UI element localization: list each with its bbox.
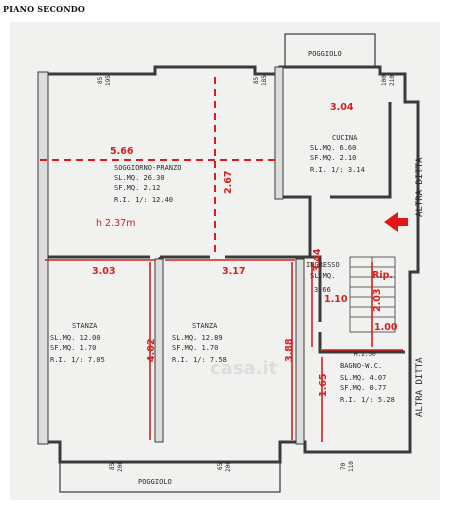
opening-dim: 200 <box>225 461 232 472</box>
room-sl: SL.MQ. 4.07 <box>340 374 386 382</box>
room-name: STANZA <box>192 322 218 330</box>
red-dimensions: 5.66 3.04 2.67 h 2.37m 3.03 3.17 3.44 1.… <box>92 102 398 397</box>
room-sf: SF.MQ. 1.70 <box>50 344 96 352</box>
red-dashed-lines <box>40 77 280 257</box>
room-soggiorno: SOGGIORNO-PRANZO SL.MQ. 26.30 SF.MQ. 2.1… <box>114 164 181 204</box>
top-balcony <box>284 33 376 68</box>
dim-3-17: 3.17 <box>222 266 245 277</box>
room-sf: SF.MQ. 2.10 <box>310 154 356 162</box>
opening-dim: 85 <box>97 76 104 84</box>
watermark: casa.it <box>210 358 278 379</box>
room-ri: R.I. 1/: 7.58 <box>172 356 227 364</box>
dim-1-10: 1.10 <box>324 294 348 305</box>
opening-dim: 100 <box>381 75 388 86</box>
room-name: STANZA <box>72 322 98 330</box>
opening-dim: 70 <box>340 462 347 470</box>
room-sf: SF.MQ. 0.77 <box>340 384 386 392</box>
opening-dim: 210 <box>389 75 396 86</box>
room-name: BAGNO-W.C. <box>340 362 382 370</box>
opening-dim: 110 <box>348 461 355 472</box>
opening-dim: 200 <box>117 461 124 472</box>
room-ri: R.I. 1/: 3.14 <box>310 166 365 174</box>
neighbor-label-bottom: ALTRA DITTA <box>415 357 425 417</box>
room-bagno: H.2.50 BAGNO-W.C. SL.MQ. 4.07 SF.MQ. 0.7… <box>340 351 395 404</box>
room-ri: R.I. 1/: 7.05 <box>50 356 105 364</box>
dim-5-66: 5.66 <box>110 146 134 157</box>
dim-1-65: 1.65 <box>318 374 329 397</box>
room-name: SOGGIORNO-PRANZO <box>114 164 181 172</box>
room-value: 3.66 <box>314 286 331 294</box>
opening-dim: 65 <box>217 462 224 470</box>
dim-1-00: 1.00 <box>374 322 398 333</box>
room-sl: SL.MQ. 6.60 <box>310 144 356 152</box>
bottom-balcony-label: POGGIOLO <box>138 478 172 486</box>
top-balcony-label: POGGIOLO <box>308 50 342 58</box>
room-name: INGRESSO <box>306 261 340 269</box>
neighbor-label-top: ALTRA DITTA <box>415 157 425 217</box>
dim-3-44: 3.44 <box>312 248 323 272</box>
opening-dim: 85 <box>109 462 116 470</box>
dim-4-02: 4.02 <box>146 339 157 362</box>
room-sl: SL.MQ. <box>310 272 335 280</box>
floor-plan: POGGIOLO POGGIOLO <box>37 33 425 493</box>
dim-3-88: 3.88 <box>284 338 295 362</box>
floor-plan-sheet: POGGIOLO POGGIOLO <box>10 22 440 500</box>
dim-2-03: 2.03 <box>372 289 383 312</box>
room-sl: SL.MQ. 12.00 <box>50 334 101 342</box>
ceiling-height: h 2.37m <box>96 218 135 229</box>
room-stanza-2: STANZA SL.MQ. 12.89 SF.MQ. 1.70 R.I. 1/:… <box>172 322 227 364</box>
page-heading: PIANO SECONDO <box>3 4 86 14</box>
red-dim-lines <box>45 259 403 442</box>
opening-dim: 195 <box>105 75 112 86</box>
bottom-balcony <box>59 461 281 493</box>
room-name: CUCINA <box>332 134 358 142</box>
dim-3-04: 3.04 <box>330 102 354 113</box>
room-sf: SF.MQ. 1.70 <box>172 344 218 352</box>
rip-label: Rip. <box>372 270 393 281</box>
room-sl: SL.MQ. 12.89 <box>172 334 223 342</box>
opening-dims: 85 195 85 185 100 210 85 200 65 200 70 1… <box>97 75 396 472</box>
dim-2-67: 2.67 <box>223 171 234 194</box>
room-height: H.2.50 <box>354 351 376 358</box>
wall-fill <box>37 66 305 445</box>
opening-dim: 185 <box>261 75 268 86</box>
room-ri: R.I. 1/: 12.40 <box>114 196 173 204</box>
room-stanza-1: STANZA SL.MQ. 12.00 SF.MQ. 1.70 R.I. 1/:… <box>50 322 105 364</box>
opening-dim: 85 <box>253 76 260 84</box>
room-ri: R.I. 1/: 5.28 <box>340 396 395 404</box>
room-cucina: CUCINA SL.MQ. 6.60 SF.MQ. 2.10 R.I. 1/: … <box>310 134 365 174</box>
entry-arrow-icon <box>384 212 408 232</box>
dim-3-03: 3.03 <box>92 266 115 277</box>
room-sf: SF.MQ. 2.12 <box>114 184 160 192</box>
room-ingresso: INGRESSO SL.MQ. 3.66 <box>306 261 340 294</box>
room-sl: SL.MQ. 26.30 <box>114 174 165 182</box>
